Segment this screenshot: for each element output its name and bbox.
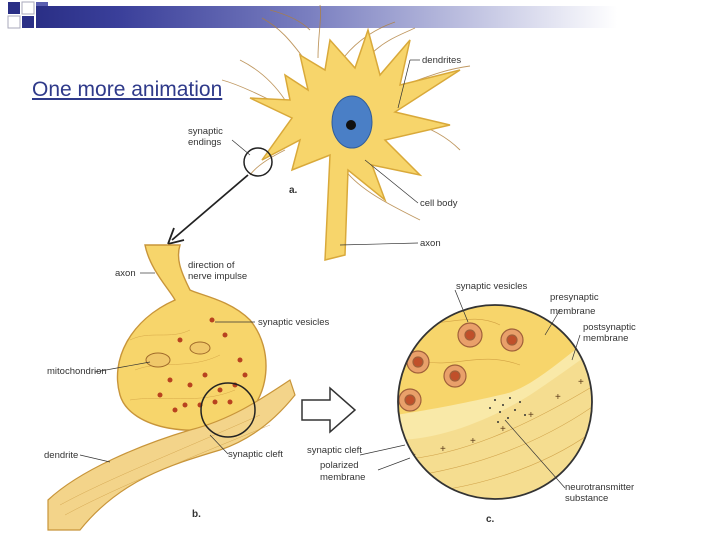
label-panel-a: a. [289,185,298,196]
hollow-arrow [301,386,357,434]
label-direction-1: direction of [188,260,235,271]
label-dendrite: dendrite [44,450,78,461]
synapse-closeup-c: +++ +++ + [359,289,593,500]
synapse-highlight [200,382,256,438]
svg-text:+: + [440,444,446,455]
synaptic-terminal-b [47,244,296,531]
label-synaptic-endings-1: synaptic [188,126,223,137]
title-gradient-bar [36,6,720,28]
label-mitochondrion: mitochondrion [47,366,107,377]
dendrite-shaft [47,379,296,531]
svg-text:+: + [528,410,534,421]
label-synaptic-cleft-b: synaptic cleft [228,449,283,460]
label-synaptic-cleft-c: synaptic cleft [307,445,362,456]
label-postsynaptic-2: membrane [583,333,628,344]
label-neurotransmitter-1: neurotransmitter [565,482,634,493]
label-neurotransmitter-2: substance [565,493,608,504]
label-presynaptic-2: membrane [550,306,595,317]
svg-text:+: + [500,424,506,435]
label-synaptic-endings-2: endings [188,137,222,148]
label-synaptic-vesicles-c: synaptic vesicles [456,281,528,292]
label-synaptic-vesicles-b: synaptic vesicles [258,317,330,328]
svg-text:+: + [470,436,476,447]
animation-link[interactable]: One more animation [32,78,223,101]
label-polarized-2: membrane [320,472,365,483]
label-dendrites: dendrites [422,55,461,66]
svg-text:+: + [555,392,561,403]
label-direction-2: nerve impulse [188,271,247,282]
label-presynaptic-1: presynaptic [550,292,599,303]
label-axon-b: axon [115,268,136,279]
label-panel-c: c. [486,514,495,525]
synaptic-ending-highlight [243,147,273,177]
closeup-circle [397,304,593,500]
svg-text:+: + [578,377,584,388]
label-panel-b: b. [192,509,201,520]
label-postsynaptic-1: postsynaptic [583,322,636,333]
label-axon-a: axon [420,238,441,249]
title-bullet-squares [0,0,60,40]
label-polarized-1: polarized [320,460,359,471]
neuron-cell-a [167,4,471,261]
label-cell-body: cell body [420,198,458,209]
